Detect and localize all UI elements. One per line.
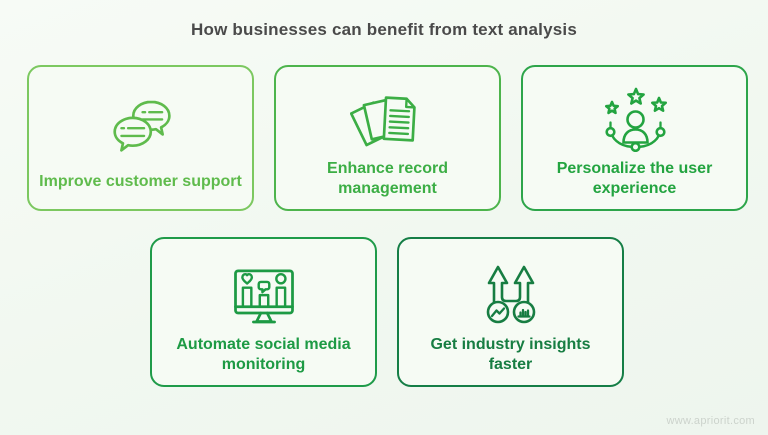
card-label: Enhance record management [327, 160, 448, 197]
chat-bubbles-icon [103, 79, 179, 165]
card-enhance-record-management: Enhance record management [274, 65, 501, 211]
insight-arrows-icon [473, 251, 549, 335]
card-personalize-user-experience: Personalize the user experience [521, 65, 748, 211]
card-label: Improve customer support [39, 173, 242, 190]
documents-icon [349, 79, 426, 159]
card-label: Get industry insights faster [430, 336, 591, 373]
card-label: Personalize the user experience [556, 160, 713, 197]
page-title: How businesses can benefit from text ana… [191, 20, 577, 39]
user-stars-icon [597, 79, 673, 159]
watermark: www.apriorit.com [666, 415, 755, 427]
social-monitor-icon [226, 251, 302, 335]
card-get-industry-insights-faster: Get industry insights faster [397, 237, 624, 387]
card-automate-social-media-monitoring: Automate social media monitoring [150, 237, 377, 387]
card-improve-customer-support: Improve customer support [27, 65, 254, 211]
card-label: Automate social media monitoring [176, 336, 351, 373]
